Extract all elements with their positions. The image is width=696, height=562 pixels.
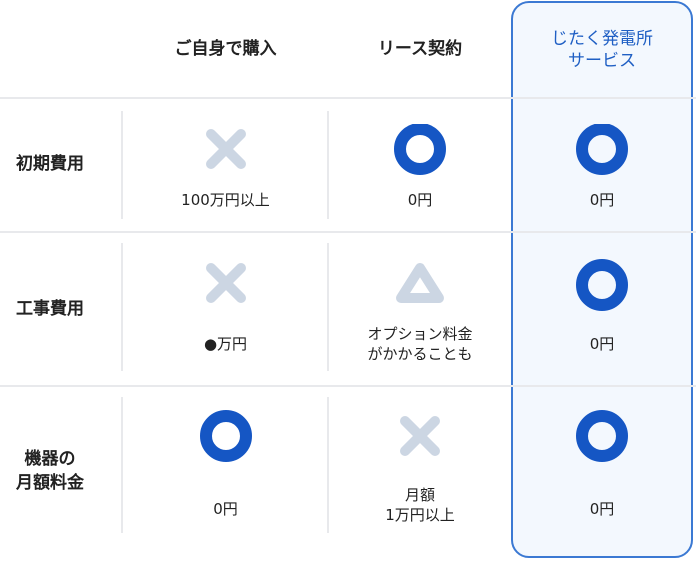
cell-value: 0円 (589, 191, 615, 209)
column-divider (121, 397, 123, 533)
cell-self-purchase-construction: ●万円 (123, 258, 328, 354)
row-label-line: 初期費用 (16, 154, 84, 174)
cross-icon (205, 263, 246, 303)
cell-lease-initial: 0円 (329, 124, 511, 210)
cell-jitaku-construction: 0円 (511, 258, 693, 354)
cell-value: 1万円以上 (385, 506, 455, 524)
triangle-icon (396, 263, 444, 303)
header-jitaku-service-line2: サービス (568, 51, 636, 71)
cell-self-purchase-monthly: 0円 (123, 409, 328, 519)
row-label-initial-cost: 初期費用 (0, 152, 100, 176)
cell-value: オプション料金 (367, 325, 473, 343)
row-divider (0, 97, 696, 99)
cell-value: がかかることも (367, 345, 473, 363)
row-divider (0, 231, 696, 233)
header-jitaku-service-line1: じたく発電所 (551, 29, 653, 49)
circle-icon (576, 410, 628, 462)
cross-icon (400, 416, 440, 456)
column-divider (327, 397, 329, 533)
highlighted-column-jitaku-service (511, 1, 693, 558)
cell-value: 月額 (404, 486, 435, 504)
circle-icon (576, 259, 628, 311)
header-jitaku-service: じたく発電所 サービス (511, 28, 693, 72)
row-label-line: 月額料金 (16, 473, 84, 493)
header-lease: リース契約 (377, 39, 463, 59)
cell-value: 0円 (589, 335, 615, 353)
header-self-purchase: ご自身で購入 (174, 39, 277, 59)
circle-icon (576, 124, 628, 175)
row-label-line: 工事費用 (16, 299, 84, 319)
column-divider (327, 111, 329, 219)
cell-value: 0円 (589, 500, 615, 518)
column-divider (121, 111, 123, 219)
column-divider (327, 243, 329, 371)
row-divider (0, 385, 696, 387)
cell-lease-construction: オプション料金 がかかることも (329, 258, 511, 364)
cell-value: 0円 (213, 500, 238, 518)
cross-icon (205, 129, 246, 169)
circle-icon (394, 124, 446, 175)
row-label-construction-cost: 工事費用 (0, 297, 100, 321)
cell-value: ●万円 (203, 335, 248, 353)
cell-lease-monthly: 月額 1万円以上 (329, 409, 511, 525)
row-label-line: 機器の (24, 449, 76, 469)
cell-value: 100万円以上 (181, 191, 270, 209)
cell-self-purchase-initial: 100万円以上 (123, 124, 328, 210)
cell-value: 0円 (407, 191, 433, 209)
cell-jitaku-initial: 0円 (511, 124, 693, 210)
cell-jitaku-monthly: 0円 (511, 409, 693, 519)
column-divider (121, 243, 123, 371)
circle-icon (199, 410, 252, 462)
row-label-monthly-fee: 機器の 月額料金 (0, 447, 100, 495)
